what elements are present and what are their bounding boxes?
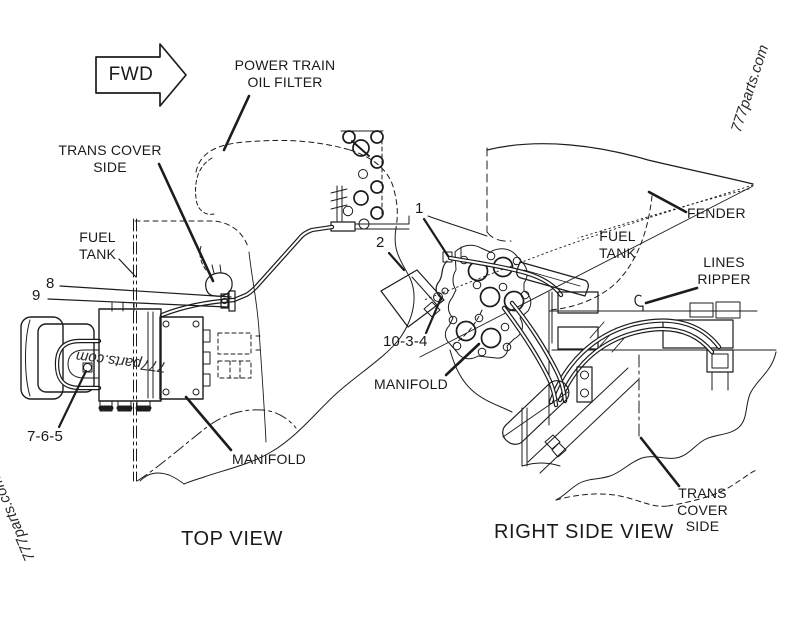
bracket-shield [381, 270, 448, 327]
callout-7-6-5: 7-6-5 [27, 428, 64, 445]
ripper-lines [551, 303, 719, 402]
label-trans-cover-side-top: TRANS COVER SIDE [58, 142, 162, 175]
fwd-arrow-label: FWD [108, 64, 154, 85]
manifold-cluster [445, 245, 530, 359]
leader-lines [48, 96, 697, 486]
oil-filter-hose [162, 227, 332, 315]
label-power-train-oil-filter: POWER TRAIN OIL FILTER [234, 57, 336, 90]
trans-cover-outline [522, 352, 776, 506]
caption-top-view: TOP VIEW [181, 528, 283, 550]
callout-1: 1 [415, 200, 424, 217]
label-fuel-tank-right: FUEL TANK [598, 228, 637, 261]
elbow-fitting [206, 265, 233, 296]
label-fuel-tank-top: FUEL TANK [78, 229, 117, 262]
right-side-view-drawing [381, 144, 776, 507]
manifold-hoses [504, 303, 592, 405]
callout-10-3-4: 10-3-4 [383, 333, 428, 350]
fwd-arrow-icon [96, 44, 186, 106]
label-fender: FENDER [687, 205, 746, 221]
hose-clamp [221, 291, 235, 311]
top-view-drawing [21, 44, 414, 484]
oil-filter-circles [341, 131, 383, 229]
fender-shape [420, 144, 753, 357]
callout-8: 8 [46, 275, 55, 292]
angled-cylinder [503, 381, 569, 457]
pump-assembly [21, 302, 263, 411]
manifold-plate [160, 317, 210, 399]
label-manifold-top: MANIFOLD [232, 451, 306, 467]
frame-rails [549, 292, 776, 425]
label-lines-ripper: LINES RIPPER [697, 254, 751, 287]
label-manifold-right: MANIFOLD [374, 376, 448, 392]
callout-9: 9 [32, 287, 41, 304]
label-trans-cover-side-right: TRANS COVER SIDE [677, 485, 728, 534]
caption-right-side-view: RIGHT SIDE VIEW [494, 521, 674, 543]
callout-2: 2 [376, 234, 385, 251]
